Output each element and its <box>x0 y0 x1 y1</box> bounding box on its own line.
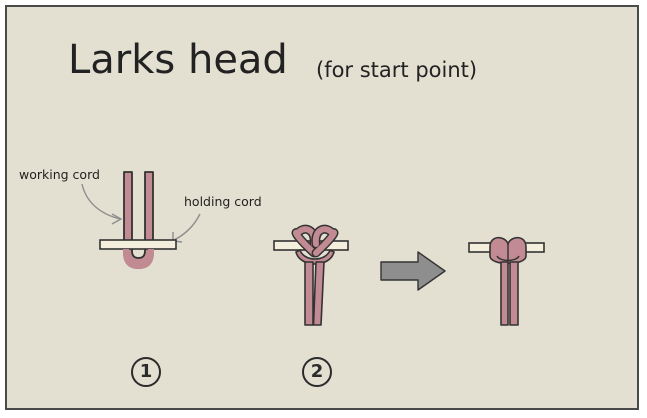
working-cord-label: working cord <box>19 167 100 182</box>
figure-step-1 <box>99 171 177 270</box>
knot-loop-right-fill <box>312 226 337 256</box>
diagram-title: Larks head <box>68 37 288 83</box>
diagram-panel <box>5 5 639 410</box>
holding-cord-label: holding cord <box>184 194 262 209</box>
holding-cord-pointer <box>172 213 201 243</box>
step-2-badge: 2 <box>302 357 332 387</box>
holding-cord <box>99 239 177 250</box>
hanging-strands <box>500 261 519 326</box>
working-cord-lower <box>123 249 154 270</box>
working-cord-pointer <box>81 183 123 225</box>
knot-center-line <box>496 244 520 262</box>
direction-arrow <box>380 251 446 291</box>
diagram-subtitle: (for start point) <box>316 58 478 82</box>
figure-step-2 <box>273 224 349 326</box>
step-1-badge: 1 <box>131 357 161 387</box>
figure-final-knot <box>468 236 545 326</box>
hanging-strands <box>304 261 325 326</box>
